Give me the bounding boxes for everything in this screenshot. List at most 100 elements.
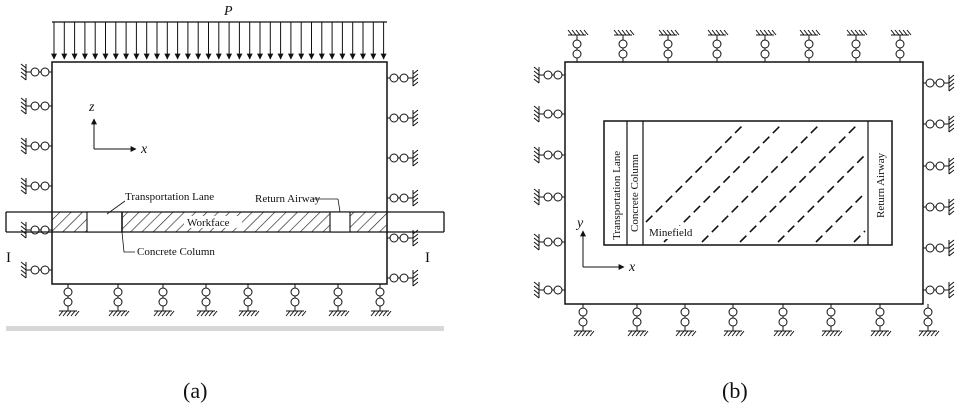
support-roller bbox=[389, 233, 399, 243]
support-ground-hatch bbox=[157, 310, 163, 317]
support-roller bbox=[113, 287, 123, 297]
return-airway-label-b: Return Airway bbox=[875, 152, 887, 218]
support-ground-hatch bbox=[533, 78, 540, 84]
support-ground-hatch bbox=[412, 157, 419, 163]
support-ground-hatch bbox=[948, 285, 955, 291]
support-ground-hatch bbox=[948, 161, 955, 167]
roller-support bbox=[387, 109, 419, 127]
support-roller bbox=[543, 285, 553, 295]
support-ground-hatch bbox=[890, 29, 896, 36]
support-roller bbox=[30, 67, 40, 77]
support-ground-hatch bbox=[727, 330, 733, 337]
support-roller bbox=[760, 39, 770, 49]
support-ground-hatch bbox=[811, 29, 817, 36]
support-ground-hatch bbox=[878, 330, 884, 337]
roller-support bbox=[675, 304, 697, 337]
roller-support bbox=[196, 284, 218, 317]
support-ground-hatch bbox=[948, 198, 955, 204]
support-ground-hatch bbox=[20, 105, 27, 111]
transportation-lane-opening bbox=[86, 211, 123, 233]
support-ground-hatch bbox=[862, 29, 868, 36]
model-boundary-a bbox=[51, 61, 388, 285]
support-roller bbox=[40, 101, 50, 111]
support-ground-hatch bbox=[662, 29, 668, 36]
support-ground-hatch bbox=[691, 330, 697, 337]
support-roller bbox=[804, 49, 814, 59]
minefield-dash-line bbox=[663, 123, 783, 243]
support-ground-hatch bbox=[777, 330, 783, 337]
support-roller bbox=[923, 317, 933, 327]
support-ground-hatch bbox=[533, 188, 540, 194]
roller-support bbox=[573, 304, 595, 337]
support-ground-hatch bbox=[533, 245, 540, 251]
minefield-dash-line bbox=[701, 123, 821, 243]
support-ground-hatch bbox=[533, 192, 540, 198]
support-ground-hatch bbox=[807, 29, 813, 36]
support-roller bbox=[851, 39, 861, 49]
support-roller bbox=[728, 317, 738, 327]
support-roller bbox=[760, 49, 770, 59]
support-ground-hatch bbox=[723, 29, 729, 36]
model-boundary-b bbox=[564, 61, 924, 305]
support-ground-hatch bbox=[116, 310, 122, 317]
support-ground-hatch bbox=[666, 29, 672, 36]
support-roller bbox=[632, 317, 642, 327]
support-ground-hatch bbox=[533, 105, 540, 111]
support-ground-hatch bbox=[20, 185, 27, 191]
support-roller bbox=[935, 202, 945, 212]
support-ground-hatch bbox=[902, 29, 908, 36]
support-roller bbox=[553, 237, 563, 247]
support-roller bbox=[875, 307, 885, 317]
support-ground-hatch bbox=[533, 285, 540, 291]
support-ground-hatch bbox=[833, 330, 839, 337]
support-ground-hatch bbox=[382, 310, 388, 317]
support-roller bbox=[63, 287, 73, 297]
support-ground-hatch bbox=[20, 149, 27, 155]
support-ground-hatch bbox=[948, 78, 955, 84]
roller-support bbox=[387, 149, 419, 167]
support-ground-hatch bbox=[573, 330, 579, 337]
roller-support bbox=[627, 304, 649, 337]
return-airway-label-a: Return Airway bbox=[255, 193, 321, 205]
support-ground-hatch bbox=[837, 330, 843, 337]
support-ground-hatch bbox=[533, 154, 540, 160]
support-ground-hatch bbox=[948, 251, 955, 257]
roller-support bbox=[20, 177, 52, 195]
support-ground-hatch bbox=[930, 330, 936, 337]
support-ground-hatch bbox=[297, 310, 303, 317]
bottom-roller-supports-b bbox=[573, 304, 940, 337]
support-ground-hatch bbox=[759, 29, 765, 36]
support-roller bbox=[399, 153, 409, 163]
panel-boundary bbox=[603, 120, 893, 246]
support-ground-hatch bbox=[370, 310, 376, 317]
support-ground-hatch bbox=[755, 29, 761, 36]
figure-a-ground-shadow bbox=[6, 326, 444, 331]
minefield-dash-line bbox=[739, 123, 859, 243]
support-ground-hatch bbox=[254, 310, 260, 317]
support-ground-hatch bbox=[948, 157, 955, 163]
support-ground-hatch bbox=[575, 29, 581, 36]
support-roller bbox=[925, 243, 935, 253]
workface-label-bg bbox=[184, 216, 242, 228]
support-ground-hatch bbox=[533, 113, 540, 119]
support-roller bbox=[680, 317, 690, 327]
support-ground-hatch bbox=[124, 310, 130, 317]
support-ground-hatch bbox=[246, 310, 252, 317]
support-ground-hatch bbox=[20, 189, 27, 195]
figure-b: Minefield Transportation Lane Concrete C… bbox=[533, 29, 955, 403]
support-ground-hatch bbox=[533, 117, 540, 123]
support-roller bbox=[158, 287, 168, 297]
support-ground-hatch bbox=[533, 293, 540, 299]
support-ground-hatch bbox=[165, 310, 171, 317]
minefield-dashed-hatching bbox=[645, 123, 866, 243]
support-ground-hatch bbox=[948, 202, 955, 208]
support-roller bbox=[113, 297, 123, 307]
minefield-dash-line bbox=[853, 230, 866, 243]
support-ground-hatch bbox=[20, 137, 27, 143]
support-ground-hatch bbox=[533, 158, 540, 164]
roller-support bbox=[613, 29, 635, 62]
support-ground-hatch bbox=[412, 161, 419, 167]
support-ground-hatch bbox=[336, 310, 342, 317]
support-roller bbox=[30, 141, 40, 151]
